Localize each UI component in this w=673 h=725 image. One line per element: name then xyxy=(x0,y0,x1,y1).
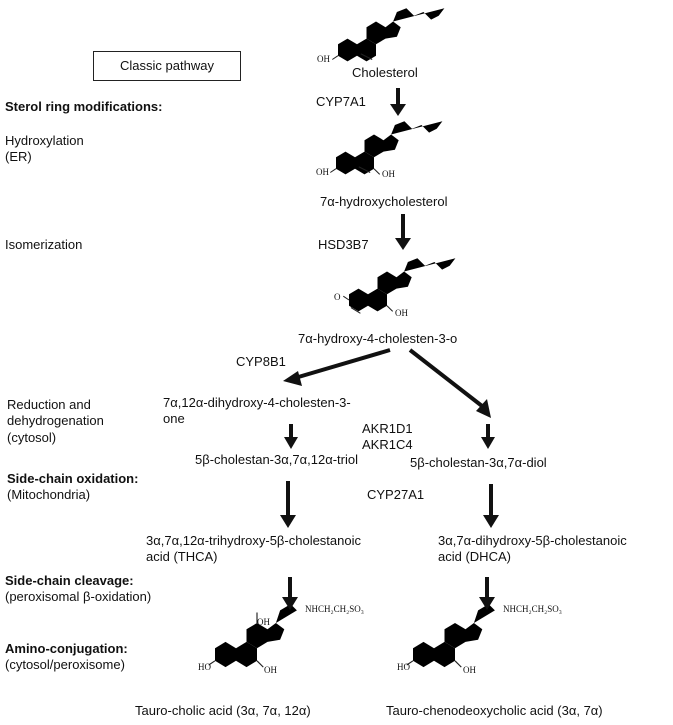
stage-hydroxylation: Hydroxylation xyxy=(5,133,84,148)
compound-dihydroxy-line-1: 7α,12α-dihydroxy-4-cholesten-3- xyxy=(163,395,351,410)
compound-dihydroxy-line-2: one xyxy=(163,411,185,426)
stage-side-chain-cleavage-location: (peroxisomal β-oxidation) xyxy=(5,589,152,604)
stage-reduction-location: (cytosol) xyxy=(7,430,57,445)
arrow-dihydroxy-to-triol xyxy=(284,424,298,449)
enzyme-akr1d1: AKR1D1 xyxy=(362,421,413,436)
stage-side-chain-oxidation-location: (Mitochondria) xyxy=(7,487,91,502)
arrow-diol-to-dhca xyxy=(483,484,499,528)
hydroxycholesterol-oh-label-2: OH xyxy=(382,169,395,179)
arrow-triol-to-thca xyxy=(280,481,296,528)
taurocheno-taurine-label: NHCH₂CH₂SO₃ xyxy=(503,604,562,614)
compound-taurocheno: Tauro-chenodeoxycholic acid (3α, 7α) xyxy=(386,703,603,718)
arrow-hydroxy-to-cholestenone xyxy=(395,214,411,250)
arrow-dhca-to-taurocheno xyxy=(479,577,495,610)
arrow-diol-pre xyxy=(481,424,495,449)
stage-amino-conjugation: Amino-conjugation: xyxy=(5,641,128,656)
compound-dhca-line-1: 3α,7α-dihydroxy-5β-cholestanoic xyxy=(438,533,627,548)
compound-hydroxycholesterol: 7α-hydroxycholesterol xyxy=(320,194,448,209)
taurocheno-7-oh: OH xyxy=(463,665,476,675)
classic-pathway-box: Classic pathway xyxy=(93,51,241,81)
stage-side-chain-cleavage: Side-chain cleavage: xyxy=(5,573,134,588)
cholestenone-structure xyxy=(343,256,456,314)
stage-sterol-ring: Sterol ring modifications: xyxy=(5,99,163,114)
hydroxycholesterol-oh-label-1: OH xyxy=(316,167,329,177)
hydroxycholesterol-structure xyxy=(330,119,443,175)
compound-cholestenone: 7α-hydroxy-4-cholesten-3-o xyxy=(298,331,458,346)
stage-reduction-2: dehydrogenation xyxy=(7,413,104,428)
taurocheno-3-ho: HO xyxy=(397,662,410,672)
taurocheno-structure xyxy=(406,604,495,668)
compound-dhca-line-2: acid (DHCA) xyxy=(438,549,511,564)
compound-triol: 5β-cholestan-3α,7α,12α-triol xyxy=(195,452,358,467)
taurocholic-7-oh: OH xyxy=(264,665,277,675)
cholesterol-oh-label: OH xyxy=(317,54,330,64)
stage-amino-conjugation-location: (cytosol/peroxisome) xyxy=(5,657,125,672)
stage-side-chain-oxidation: Side-chain oxidation: xyxy=(7,471,139,486)
stage-isomerization: Isomerization xyxy=(5,237,83,252)
arrow-cholestenone-to-diol xyxy=(408,348,491,418)
compound-thca-line-2: acid (THCA) xyxy=(146,549,218,564)
compound-thca-line-1: 3α,7α,12α-trihydroxy-5β-cholestanoic xyxy=(146,533,362,548)
compound-cholesterol: Cholesterol xyxy=(352,65,418,80)
taurocholic-12-oh: OH xyxy=(257,617,270,627)
cholestenone-oh-label: OH xyxy=(395,308,408,318)
enzyme-hsd3b7: HSD3B7 xyxy=(318,237,369,252)
compound-taurocholic: Tauro-cholic acid (3α, 7α, 12α) xyxy=(135,703,311,718)
enzyme-cyp7a1: CYP7A1 xyxy=(316,94,366,109)
arrow-cholesterol-to-hydroxy xyxy=(390,88,406,116)
compound-diol: 5β-cholestan-3α,7α-diol xyxy=(410,455,547,470)
arrow-thca-to-taurocholic xyxy=(282,577,298,610)
arrow-cholestenone-to-dihydroxy xyxy=(283,348,391,386)
stage-reduction-1: Reduction and xyxy=(7,397,91,412)
taurocholic-3-ho: HO xyxy=(198,662,211,672)
cholestenone-o-label: O xyxy=(334,292,341,302)
enzyme-cyp27a1: CYP27A1 xyxy=(367,487,425,502)
taurocholic-taurine-label: NHCH₂CH₂SO₃ xyxy=(305,604,364,614)
enzyme-akr1c4: AKR1C4 xyxy=(362,437,413,452)
enzyme-cyp8b1: CYP8B1 xyxy=(236,354,286,369)
cholesterol-structure xyxy=(332,6,445,62)
stage-hydroxylation-location: (ER) xyxy=(5,149,32,164)
taurocholic-structure xyxy=(208,604,297,668)
